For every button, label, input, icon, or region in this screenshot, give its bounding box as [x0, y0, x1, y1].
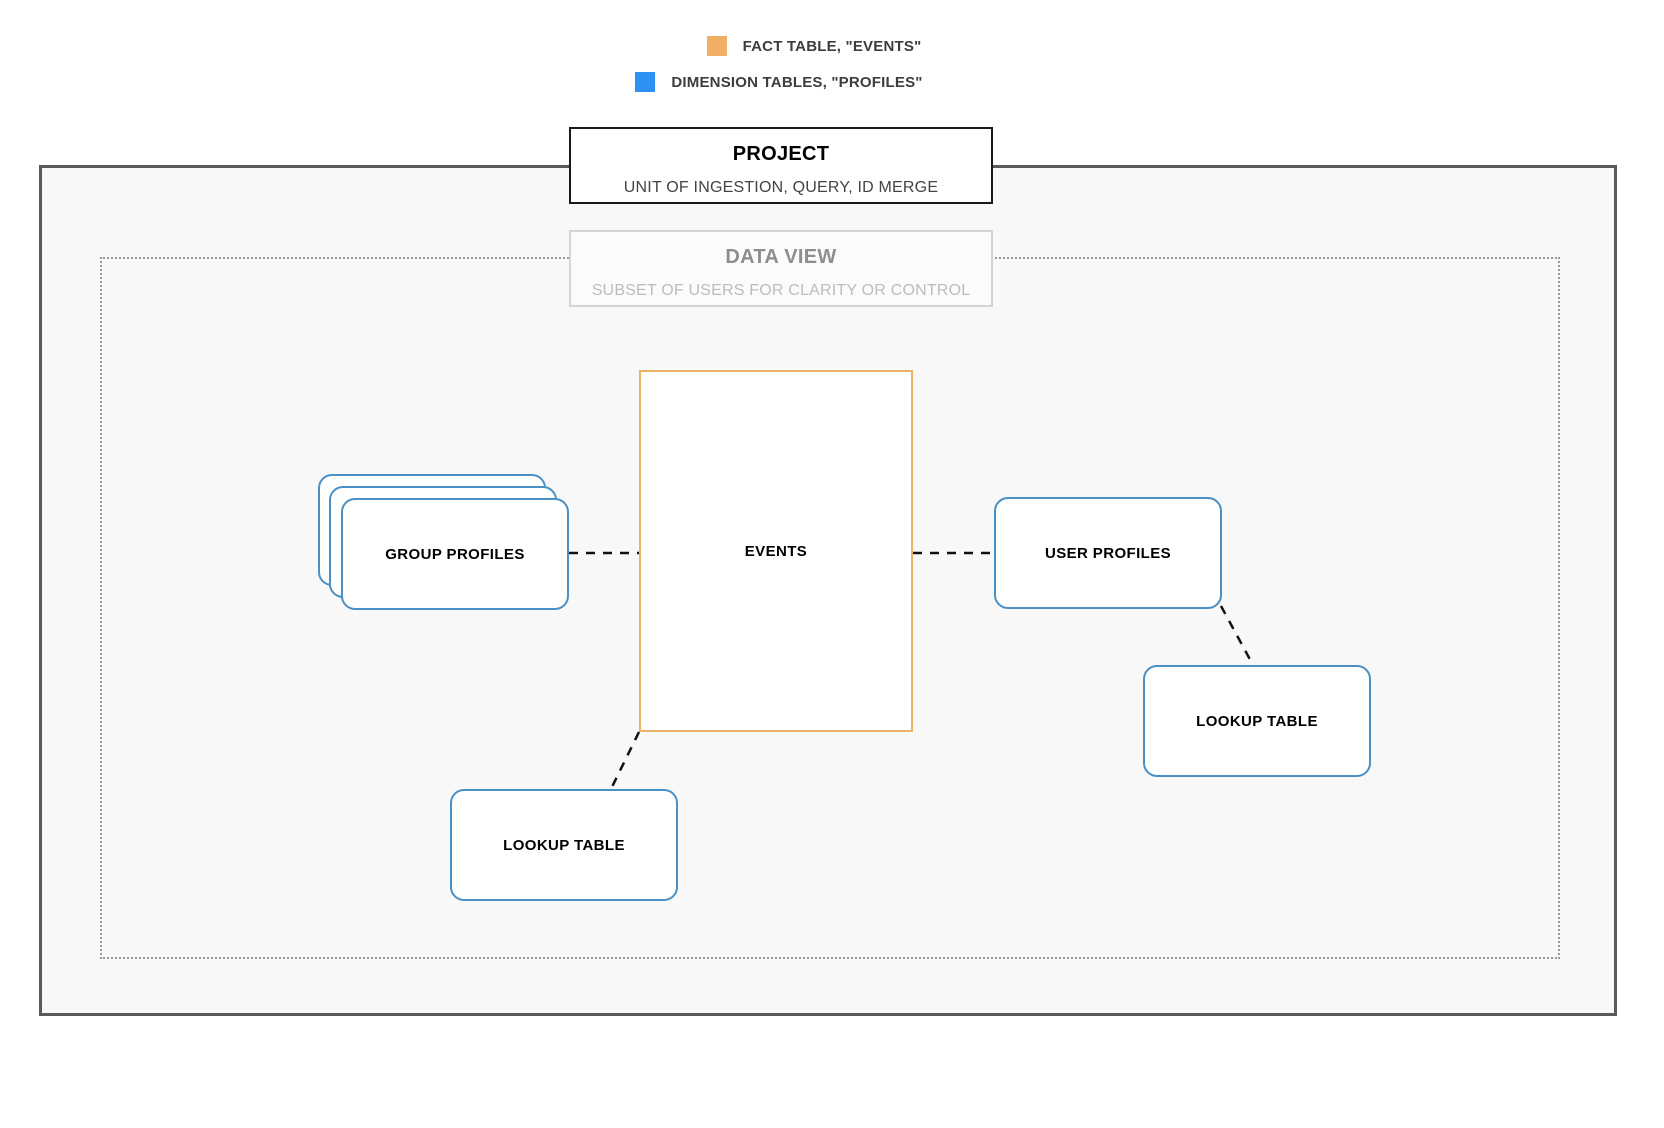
- project-title: PROJECT: [732, 143, 830, 165]
- legend-swatch-dimension-table: [635, 72, 656, 92]
- node-user-profiles-label: USER PROFILES: [1044, 544, 1172, 562]
- legend: FACT TABLE, "EVENTS" DIMENSION TABLES, "…: [0, 28, 1664, 100]
- node-lookup-table-left-label: LOOKUP TABLE: [503, 836, 625, 854]
- legend-item-dimension-table: DIMENSION TABLES, "PROFILES": [0, 64, 1664, 100]
- data-view-subtitle: SUBSET OF USERS FOR CLARITY OR CONTROL: [591, 282, 971, 299]
- node-lookup-table-left[interactable]: LOOKUP TABLE: [450, 789, 678, 901]
- node-events[interactable]: EVENTS: [639, 370, 913, 732]
- node-group-profiles[interactable]: GROUP PROFILES: [318, 474, 570, 610]
- legend-item-fact-table: FACT TABLE, "EVENTS": [0, 28, 1664, 64]
- node-events-label: EVENTS: [744, 542, 808, 560]
- node-lookup-table-right[interactable]: LOOKUP TABLE: [1143, 665, 1371, 777]
- legend-label-fact-table: FACT TABLE, "EVENTS": [742, 37, 922, 55]
- legend-label-dimension-table: DIMENSION TABLES, "PROFILES": [671, 73, 923, 91]
- project-header-box: PROJECT UNIT OF INGESTION, QUERY, ID MER…: [569, 127, 993, 204]
- node-lookup-table-right-label: LOOKUP TABLE: [1196, 712, 1318, 730]
- project-subtitle: UNIT OF INGESTION, QUERY, ID MERGE: [623, 179, 939, 196]
- node-group-profiles-label: GROUP PROFILES: [385, 545, 525, 563]
- data-view-header-box: DATA VIEW SUBSET OF USERS FOR CLARITY OR…: [569, 230, 993, 307]
- group-profiles-card-front[interactable]: GROUP PROFILES: [341, 498, 569, 610]
- node-user-profiles[interactable]: USER PROFILES: [994, 497, 1222, 609]
- legend-swatch-fact-table: [706, 36, 727, 56]
- data-view-title: DATA VIEW: [725, 246, 837, 268]
